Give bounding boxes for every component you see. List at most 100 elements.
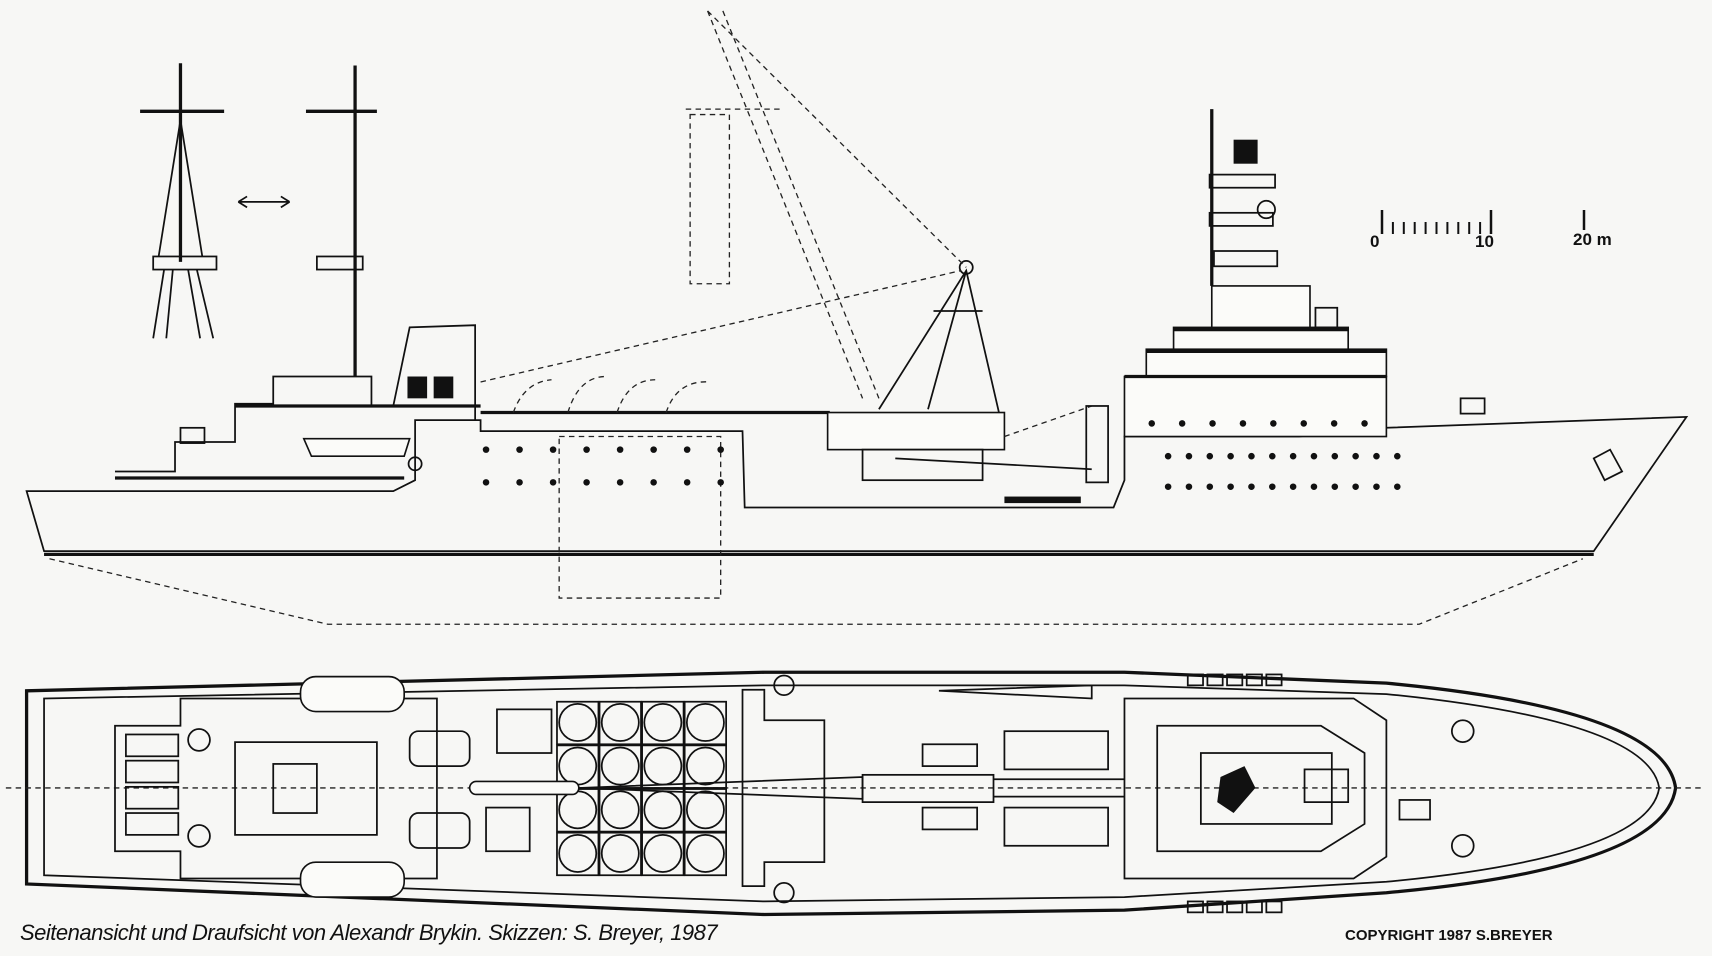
- hatch-cell: [598, 700, 642, 746]
- hatch-circle: [600, 790, 640, 830]
- porthole: [1185, 452, 1193, 460]
- submersible-shaft-dashed: [558, 435, 722, 599]
- porthole: [1331, 483, 1339, 491]
- crane-boom-top: [468, 780, 580, 796]
- hatch-cell: [598, 744, 642, 789]
- hatch-cell: [683, 831, 728, 877]
- porthole: [1373, 452, 1380, 460]
- deck-box: [1186, 673, 1204, 687]
- deck-box: [1245, 673, 1263, 687]
- hatch-circle: [685, 746, 725, 786]
- hatch-circle: [685, 790, 725, 830]
- scale-label-20m: 20 m: [1573, 230, 1612, 249]
- hatch-cell: [556, 831, 600, 877]
- porthole: [1227, 452, 1234, 460]
- hatch-cell: [641, 744, 685, 789]
- porthole: [516, 479, 523, 486]
- bow-gun: [1459, 397, 1486, 415]
- bridge-superstructure: [1123, 109, 1624, 482]
- porthole: [1373, 483, 1380, 491]
- hatch-circle: [600, 703, 640, 742]
- porthole: [482, 446, 490, 453]
- porthole: [482, 479, 490, 486]
- porthole: [1248, 452, 1255, 460]
- double-arrow-icon: [237, 195, 291, 209]
- hatch-circle: [558, 833, 598, 873]
- porthole: [583, 479, 590, 486]
- hatch-circle: [643, 746, 683, 786]
- porthole: [1164, 452, 1172, 460]
- hatch-circle: [643, 703, 683, 742]
- top-view: [5, 670, 1703, 917]
- deck-box: [125, 812, 180, 836]
- porthole: [1289, 452, 1297, 460]
- winch: [407, 456, 423, 472]
- aft-mast: [305, 65, 377, 377]
- hatch-cell: [641, 700, 685, 746]
- hatch-circle: [558, 746, 598, 786]
- porthole: [1206, 483, 1214, 491]
- porthole: [1300, 420, 1308, 427]
- porthole: [1270, 420, 1277, 427]
- hatch-circle: [600, 833, 640, 873]
- porthole: [616, 446, 624, 453]
- deck-box: [1265, 673, 1283, 687]
- side-hull: [25, 415, 1689, 552]
- porthole: [717, 479, 724, 486]
- hatch-cell: [641, 788, 685, 833]
- caption: Seitenansicht und Draufsicht von Alexand…: [20, 920, 718, 946]
- porthole: [1310, 483, 1318, 491]
- porthole: [1352, 483, 1359, 491]
- porthole: [1148, 420, 1156, 427]
- hatch-circle: [685, 833, 725, 873]
- porthole: [516, 446, 523, 453]
- hatch-cell: [641, 831, 685, 877]
- crane: [480, 10, 1092, 451]
- deck-box: [1226, 673, 1244, 687]
- hatch-circle: [558, 790, 598, 830]
- porthole: [683, 479, 691, 486]
- porthole: [650, 446, 657, 453]
- porthole: [1352, 452, 1359, 460]
- porthole: [1239, 420, 1247, 427]
- porthole: [549, 479, 557, 486]
- porthole: [1209, 420, 1216, 427]
- deck-box: [125, 733, 180, 758]
- porthole: [1331, 452, 1339, 460]
- porthole: [717, 446, 724, 453]
- deck-box: [1206, 673, 1224, 687]
- porthole: [1361, 420, 1368, 427]
- porthole: [1164, 483, 1172, 491]
- lifeboat-side: [302, 437, 411, 457]
- hangar-block: [392, 324, 477, 421]
- lifeboat-top: [299, 861, 406, 898]
- scale-label-0: 0: [1370, 232, 1380, 251]
- hatch-circle: [685, 703, 725, 742]
- porthole: [1178, 420, 1186, 427]
- porthole: [549, 446, 557, 453]
- porthole: [1185, 483, 1193, 491]
- porthole: [583, 446, 590, 453]
- porthole: [1206, 452, 1214, 460]
- deck-box: [125, 785, 180, 810]
- stern-gun: [179, 426, 206, 444]
- gantry-post: [1085, 405, 1109, 484]
- porthole: [1269, 483, 1276, 491]
- deck-box: [1186, 900, 1204, 914]
- hatch-cell: [598, 831, 642, 877]
- deck-box: [125, 759, 180, 784]
- lifeboat-top: [299, 675, 406, 713]
- porthole: [1310, 452, 1318, 460]
- crane-dashed-position: [689, 113, 731, 285]
- porthole: [1227, 483, 1234, 491]
- porthole: [1394, 483, 1401, 491]
- side-view: [25, 10, 1689, 625]
- deck-box: [1245, 900, 1263, 914]
- porthole: [1330, 420, 1338, 427]
- underwater-hull-dashed: [49, 558, 1584, 625]
- caption-credit: Skizzen: S. Breyer, 1987: [488, 920, 718, 945]
- deck-box: [1265, 900, 1283, 914]
- caption-main: Seitenansicht und Draufsicht von Alexand…: [20, 920, 483, 945]
